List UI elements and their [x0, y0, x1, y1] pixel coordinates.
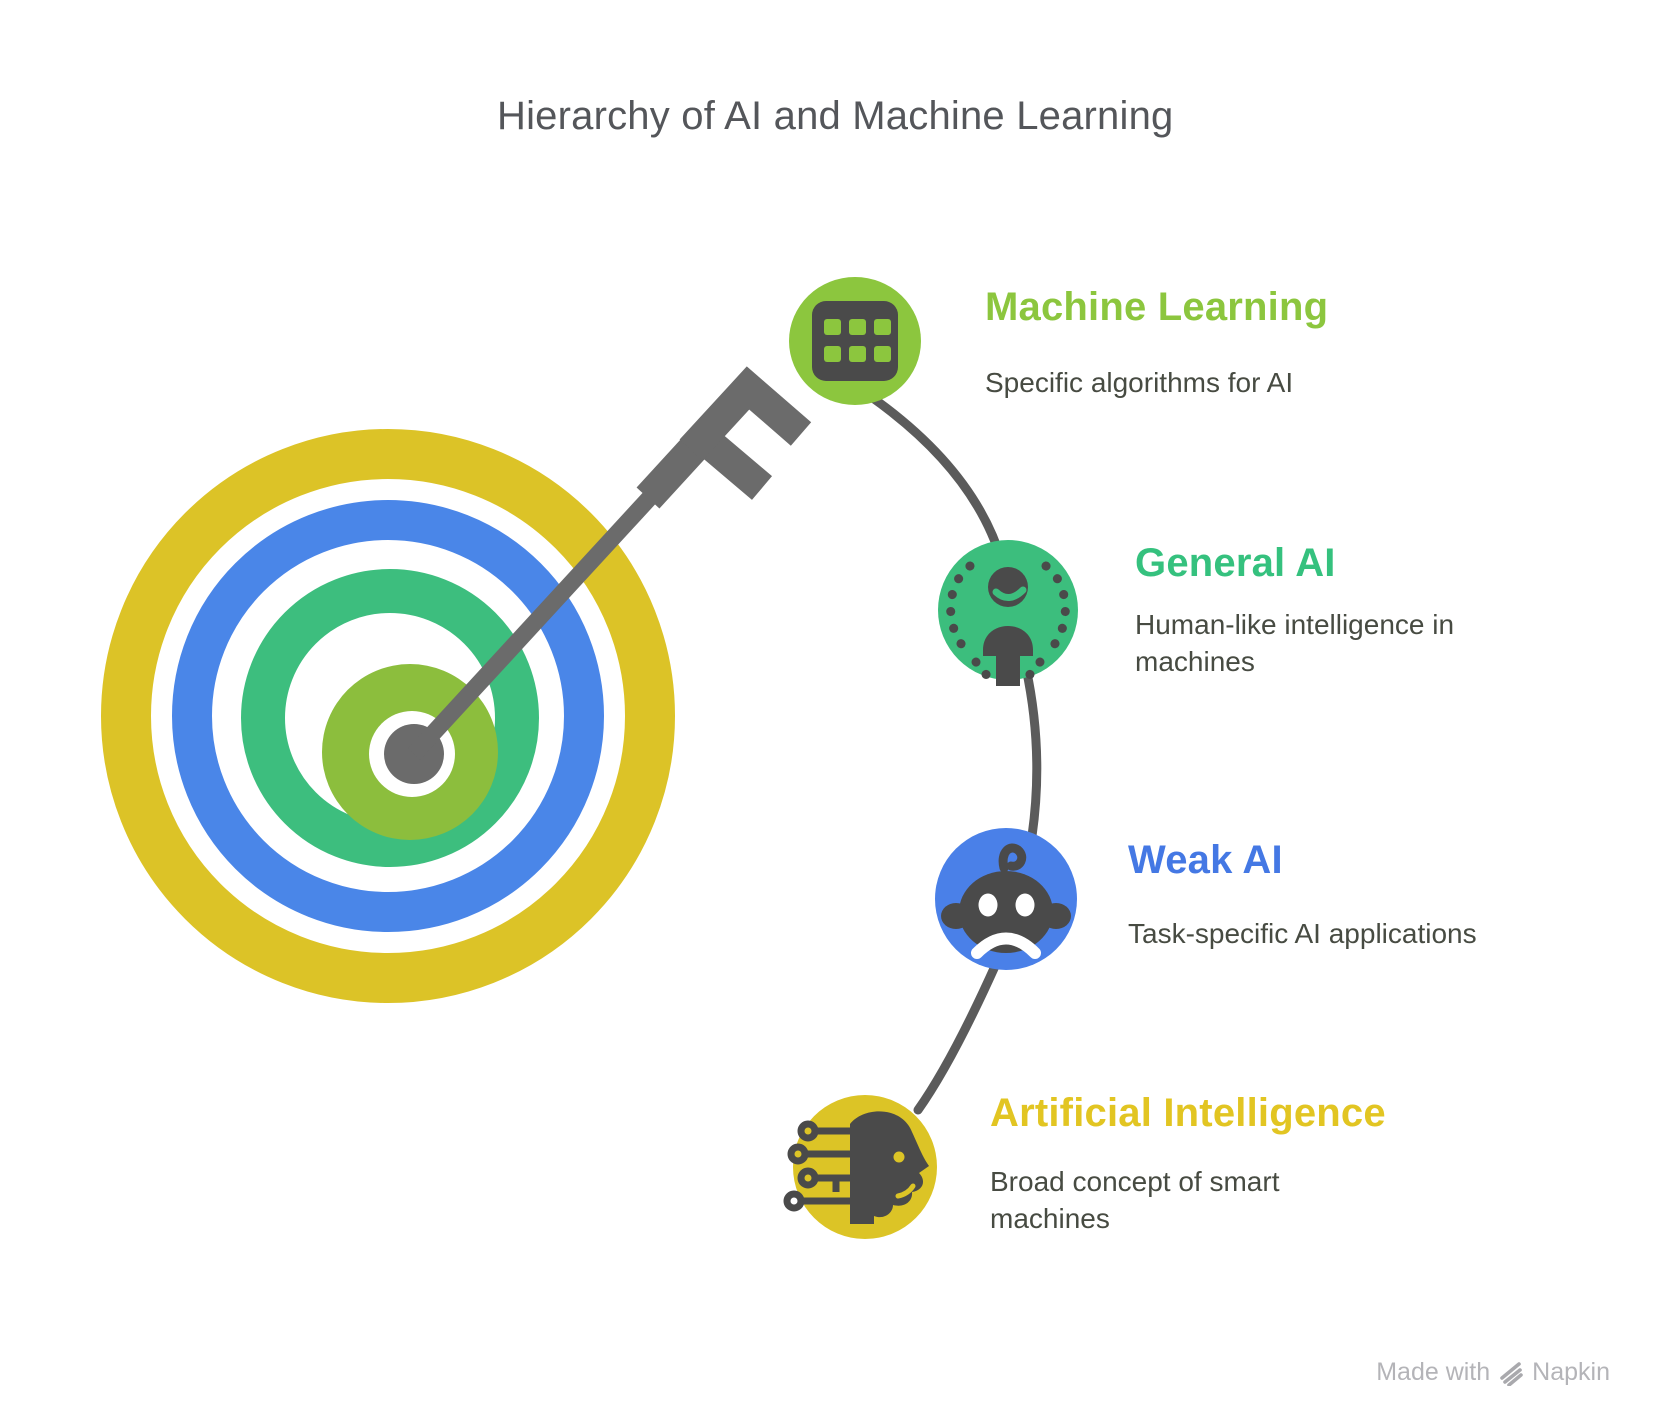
node-machine-learning — [789, 277, 921, 405]
napkin-brand-text: Napkin — [1532, 1358, 1610, 1386]
node-description-weak-ai: Task-specific AI applications — [1128, 918, 1477, 949]
napkin-logo-icon — [1500, 1361, 1523, 1386]
node-general-ai — [938, 540, 1078, 686]
page-title: Hierarchy of AI and Machine Learning — [497, 94, 1174, 138]
arrow-icon — [407, 366, 812, 760]
node-description-artificial-intelligence: Broad concept of smart machines — [990, 1166, 1280, 1234]
made-with-text: Made with — [1376, 1358, 1491, 1386]
person-in-dots-icon — [946, 561, 1070, 686]
bullseye-target-icon — [101, 429, 675, 1003]
robot-icon — [941, 843, 1071, 959]
grid-icon — [812, 301, 898, 381]
node-title-weak-ai: Weak AI — [1128, 838, 1283, 882]
node-title-artificial-intelligence: Artificial Intelligence — [990, 1091, 1386, 1135]
connector-curve — [865, 391, 1042, 1115]
node-title-machine-learning: Machine Learning — [985, 285, 1329, 329]
ai-head-circuit-icon — [783, 1111, 929, 1224]
node-artificial-intelligence — [783, 1095, 937, 1239]
node-description-machine-learning: Specific algorithms for AI — [985, 367, 1294, 398]
made-with-napkin-attribution: Made with Napkin — [1376, 1358, 1610, 1387]
node-description-general-ai: Human-like intelligence in machines — [1135, 609, 1455, 677]
node-weak-ai — [935, 828, 1077, 970]
node-title-general-ai: General AI — [1135, 541, 1336, 585]
